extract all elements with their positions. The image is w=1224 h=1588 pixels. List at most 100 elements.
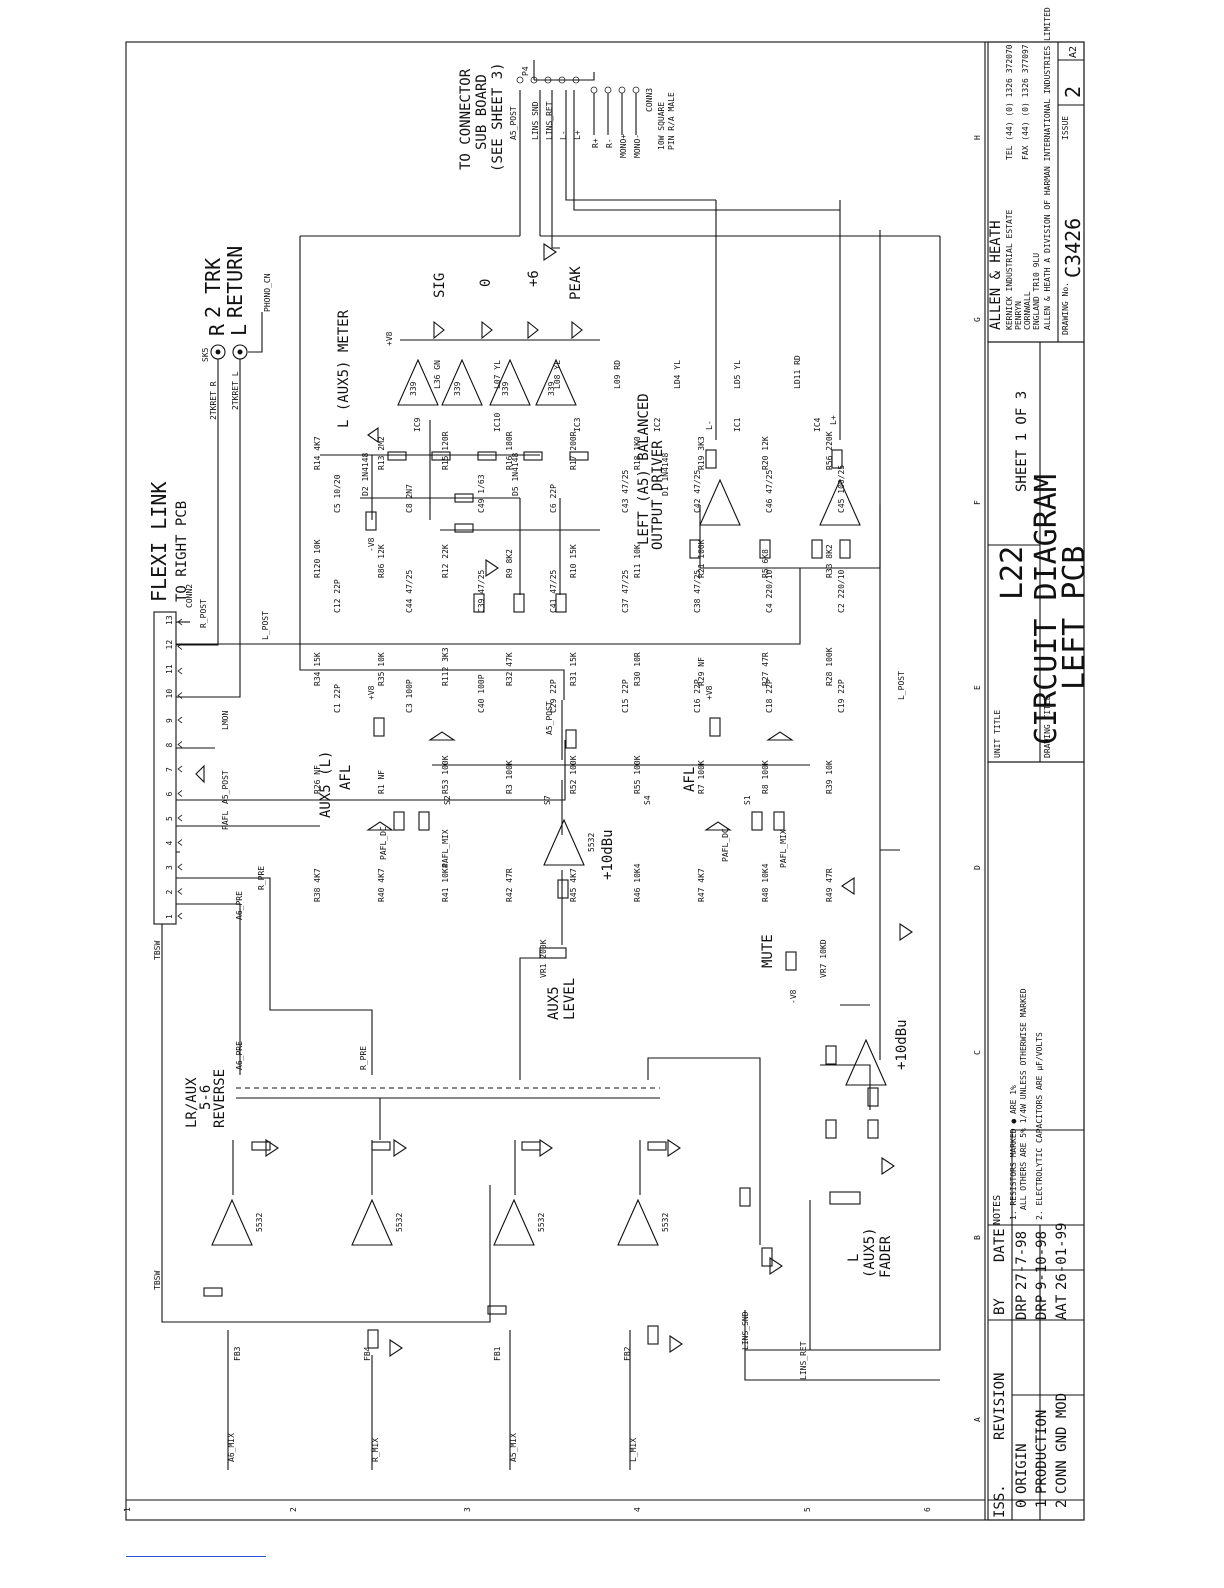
company-address-line: ENGLAND TR10 9LU [1032, 253, 1041, 330]
connector-p4: P4 CONN3 10W SQUARE PIN R/A MALE A5_POST… [509, 60, 676, 158]
return-l-letter: L [227, 324, 251, 336]
footer-rule [126, 1556, 266, 1557]
net-label: A5_POST [221, 770, 230, 804]
revision-text: ORIGIN [1014, 1443, 1030, 1494]
drawing-title: CIRCUIT DIAGRAM [1029, 474, 1064, 745]
ic-part: 5532 [395, 1213, 404, 1232]
net-label: LINS_RET [799, 1341, 808, 1380]
net-label: R_PRE [359, 1046, 368, 1070]
ic-part: 339 [409, 381, 418, 396]
resistor-label: R8 100K [761, 760, 770, 794]
resistor-label: R38 4K7 [313, 868, 322, 902]
issue-number: 2 [1061, 86, 1085, 98]
resistor-label: R56 220K [825, 431, 834, 470]
to-connector-label: TO CONNECTOR [458, 68, 474, 170]
flexi-pin-number: 7 [165, 767, 174, 772]
zone-letter: E [973, 685, 982, 690]
net-label: PAFL [221, 811, 230, 830]
flexi-pin-number: 13 [165, 615, 174, 625]
net-label: LINS_SND [531, 101, 540, 140]
level-plus10-label: +10dBu [894, 1019, 910, 1070]
revision-iss: 1 [1034, 1500, 1050, 1508]
company-name: ALLEN & HEATH [988, 220, 1004, 330]
flexi-pin-arrow [177, 912, 183, 920]
flexi-pin-number: 9 [165, 718, 174, 723]
resistor-label: R48 10K4 [761, 863, 770, 902]
revision-header: ISS. [992, 1484, 1008, 1518]
capacitor-label: C44 47/25 [405, 569, 414, 613]
title-block: ALLEN & HEATH KERNICK INDUSTRIAL ESTATE … [987, 7, 1092, 1521]
resistor-label: R15 120R [441, 431, 450, 470]
flexi-pin-number: 1 [165, 914, 174, 919]
lr-aux-label: LR/AUX [184, 1077, 200, 1128]
led-label: LD11 RD [793, 355, 802, 389]
ic-part: 5532 [661, 1213, 670, 1232]
resistor-label: R45 4K7 [569, 868, 578, 902]
flexi-pin-number: 4 [165, 841, 174, 846]
revision-by: DRP [1014, 1295, 1030, 1320]
net-label: L- [559, 130, 568, 140]
zone-letter: H [973, 135, 982, 140]
capacitor-label: C6 22P [549, 484, 558, 513]
resistor-label: R86 12K [377, 544, 386, 578]
zone-number: 2 [289, 1507, 298, 1512]
comparator-ic9d [535, 358, 577, 406]
company-tel: TEL (44) (0) 1326 372070 [1005, 44, 1014, 160]
ic-part: 339 [501, 381, 510, 396]
net-label: PAFL_DC [721, 828, 730, 862]
net-label: PAFL_MIX [779, 829, 788, 868]
drawing-number: C3426 [1061, 218, 1085, 278]
revision-date: 26-01-99 [1054, 1223, 1070, 1290]
flexi-pin-arrow [177, 839, 183, 846]
capacitor-label: C18 22P [765, 679, 774, 713]
two-track-return: R L 2 TRK RETURN PHONO_CN SK5 [176, 246, 272, 698]
capacitor-label: C8 2N7 [405, 484, 414, 513]
afl-label: AFL [682, 767, 698, 792]
fader-label: (AUX5) [862, 1227, 878, 1278]
sheet-number: SHEET 1 OF 3 [1014, 391, 1030, 492]
capacitor-label: C15 22P [621, 679, 630, 713]
ferrite-label: FB2 [623, 1346, 632, 1361]
zone-letter: C [973, 1050, 982, 1055]
ic-part: 5532 [255, 1213, 264, 1232]
mute-label: MUTE [760, 934, 776, 968]
opamp-ic10 [543, 818, 585, 866]
plus6-label: +6 [526, 270, 542, 287]
two-trk-label: 2 TRK [201, 258, 225, 318]
net-label: A6_PRE [235, 1041, 244, 1070]
notes-block: NOTES 1. RESISTORS MARKED ● ARE 1% ALL O… [992, 988, 1044, 1225]
diode-label: D5 1N4148 [511, 452, 520, 496]
ic-part: 5532 [537, 1213, 546, 1232]
resistor-label: R21 100K [697, 539, 706, 578]
conn2-label: CONN2 [185, 584, 194, 608]
zone-letter: B [973, 1235, 982, 1240]
opamp-group: 5532 5532 5532 5532 5532 339 339 339 339 [211, 358, 887, 1246]
switch-label: S7 [543, 795, 552, 805]
resistor-label: R17 200R [569, 431, 578, 470]
supply-label: +V8 [385, 331, 394, 346]
resistor-label: R1 NF [377, 770, 386, 794]
revision-iss: 0 [1014, 1500, 1030, 1508]
capacitor-label: C29 22P [549, 679, 558, 713]
aux5-level-label: AUX5 [546, 986, 562, 1020]
flexi-pin-arrow [177, 692, 183, 699]
net-label: LINS_RET [545, 101, 554, 140]
resistor-label: R27 47R [761, 652, 770, 686]
zone-number: 1 [123, 1507, 132, 1512]
net-label: 2TKRET_L [231, 371, 240, 410]
resistor-label: R49 47R [825, 868, 834, 902]
flexi-pin-arrow [177, 863, 183, 871]
afl-label: AFL [338, 765, 354, 790]
capacitor-label: C38 47/25 [693, 569, 702, 613]
unit-title: L22 [995, 546, 1030, 600]
net-label: A5_POST [509, 106, 518, 140]
resistor-label: R7 100K [697, 760, 706, 794]
revision-table: ISS. REVISION BY DATE 0 ORIGIN DRP 27-7-… [992, 1223, 1084, 1520]
zone-number: 3 [463, 1507, 472, 1512]
pot-label: VR7 10KD [819, 939, 828, 978]
revision-date: 9-10-98 [1034, 1231, 1050, 1290]
net-label: L_POST [897, 671, 906, 700]
capacitor-label: C12 22P [333, 579, 342, 613]
ic-label: IC4 [813, 417, 822, 432]
resistor-label: R53 100K [441, 755, 450, 794]
